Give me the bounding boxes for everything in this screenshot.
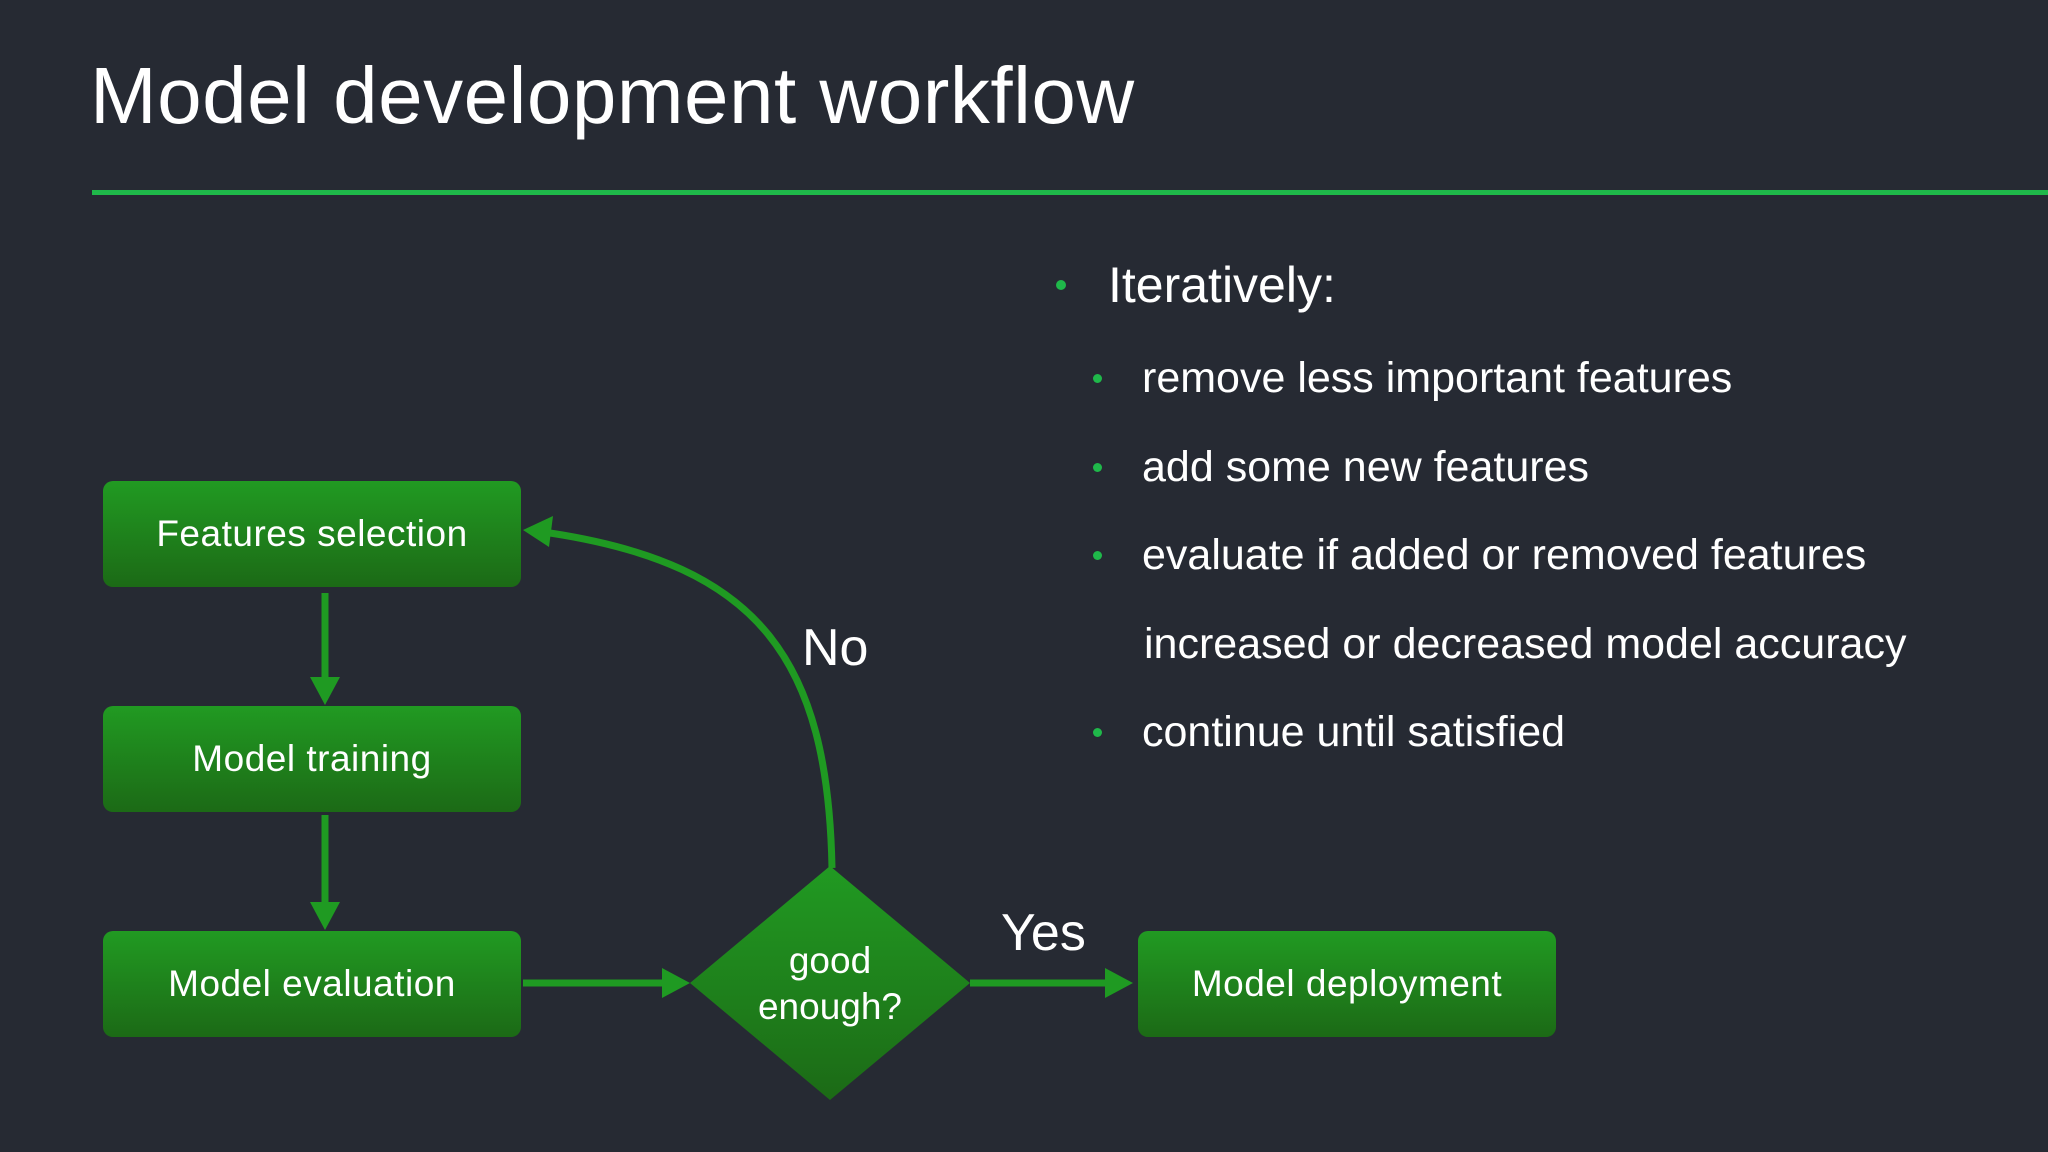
node-model-evaluation: Model evaluation <box>103 931 521 1037</box>
slide-title: Model development workflow <box>90 51 1135 140</box>
node-label: Features selection <box>156 513 468 554</box>
arrow-evaluation-to-decision <box>523 968 690 998</box>
node-model-training: Model training <box>103 706 521 812</box>
bullet-item-text: increased or decreased model accuracy <box>1144 619 1907 668</box>
node-model-deployment: Model deployment <box>1138 931 1556 1037</box>
bullet-heading: Iteratively: <box>0 250 1336 320</box>
bullet-item: add some new features <box>0 437 1589 497</box>
node-features-selection: Features selection <box>103 481 521 587</box>
bullet-item-text: evaluate if added or removed features <box>1142 530 1867 579</box>
bullet-item-text: add some new features <box>1142 442 1589 491</box>
node-label: Model training <box>192 738 432 779</box>
arrow-decision-to-deployment <box>970 968 1133 998</box>
bullet-item-text: continue until satisfied <box>1142 707 1566 756</box>
bullet-dot-icon <box>1093 373 1102 383</box>
bullet-heading-text: Iteratively: <box>1108 257 1336 313</box>
node-label: Model deployment <box>1191 963 1503 1004</box>
bullet-item: continue until satisfied <box>0 702 1565 762</box>
bullet-dot-icon <box>1093 727 1102 737</box>
decision-diamond <box>690 866 970 1100</box>
edge-label-yes: Yes <box>1001 904 1086 962</box>
decision-label-line: good <box>788 940 872 981</box>
arrow-selection-to-training <box>310 593 340 705</box>
bullet-item-text: remove less important features <box>1142 353 1733 402</box>
arrow-training-to-evaluation <box>310 815 340 930</box>
bullet-dot-icon <box>1056 280 1066 290</box>
decision-label-line: enough? <box>757 986 903 1027</box>
title-underline <box>92 190 2048 195</box>
bullet-dot-icon <box>1093 462 1102 472</box>
decision-label: good enough? <box>730 938 930 1030</box>
bullet-item-continuation: increased or decreased model accuracy <box>0 614 1906 674</box>
bullet-item: remove less important features <box>0 348 1732 408</box>
bullet-dot-icon <box>1093 550 1102 560</box>
node-label: Model evaluation <box>168 963 456 1004</box>
edge-label-no: No <box>802 619 869 677</box>
bullet-item: evaluate if added or removed features <box>0 525 1866 585</box>
arrow-no-loop <box>523 516 836 869</box>
